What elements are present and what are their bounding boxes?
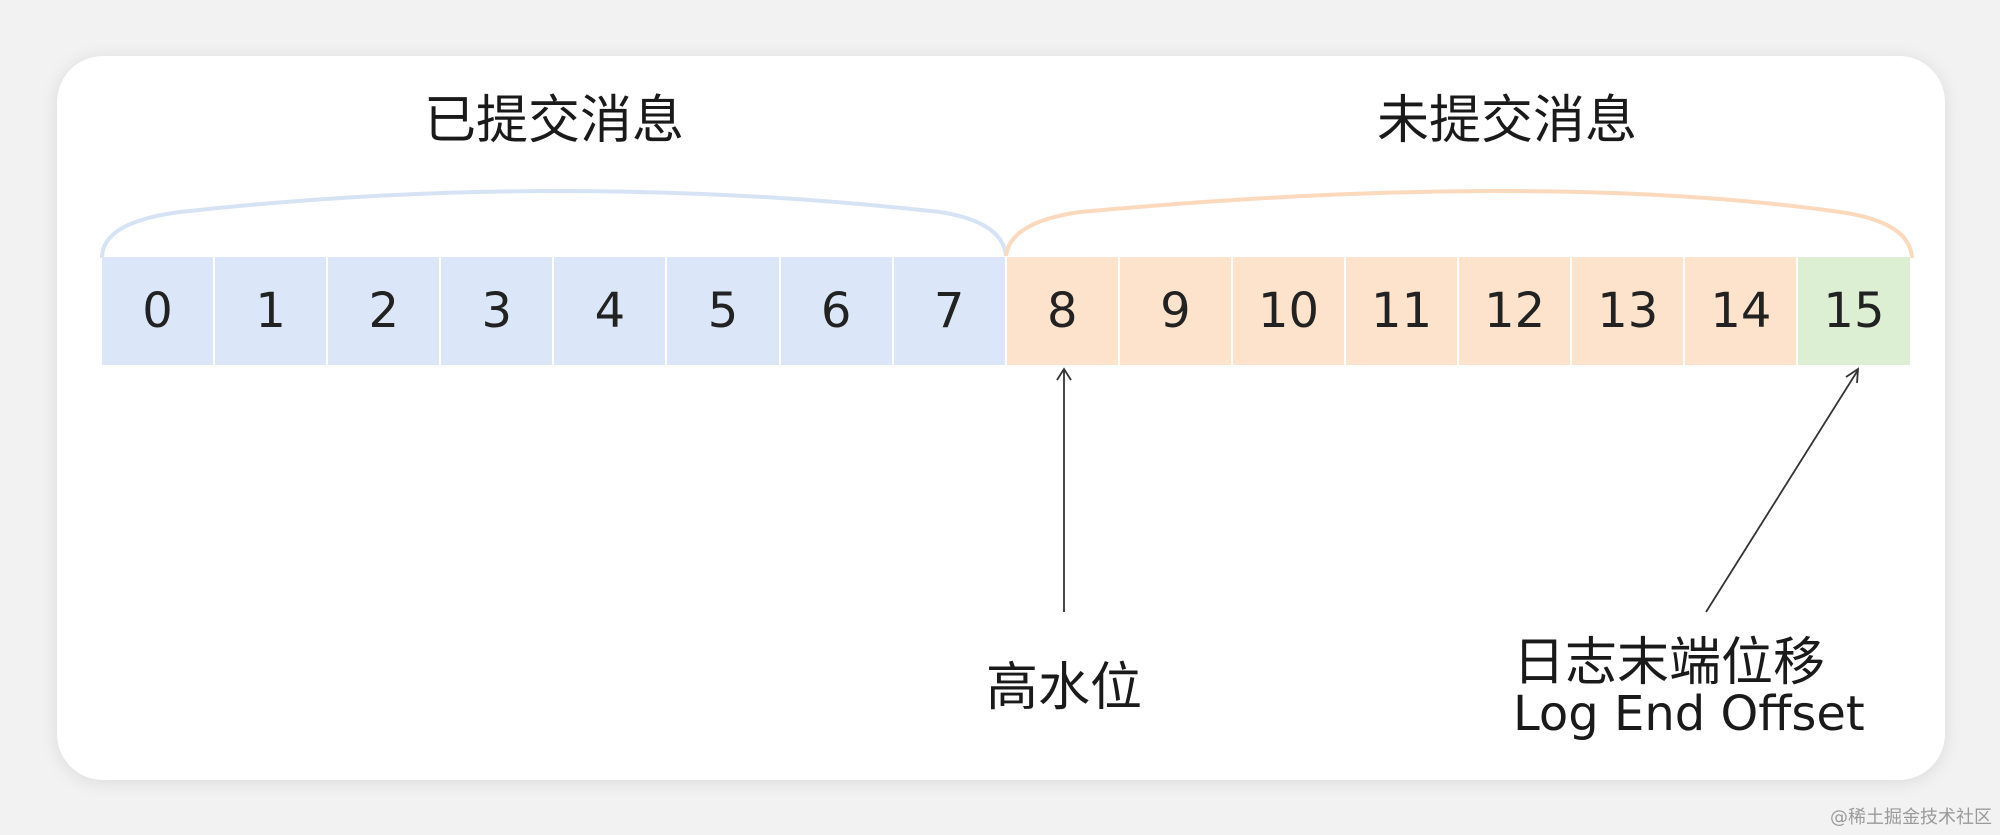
offset-cell-0: 0 xyxy=(102,257,214,365)
offset-cell-14: 14 xyxy=(1685,257,1797,365)
diagram-card xyxy=(57,56,1945,780)
offset-cell-11: 11 xyxy=(1346,257,1458,365)
committed-section-title: 已提交消息 xyxy=(423,91,685,151)
log-end-offset-label-cn: 日志末端位移 xyxy=(1513,633,1826,693)
log-end-offset-label-en: Log End Offset xyxy=(1513,686,1865,742)
offset-cell-6: 6 xyxy=(780,257,892,365)
offset-cell-2: 2 xyxy=(328,257,440,365)
offset-cell-10: 10 xyxy=(1232,257,1345,365)
offset-cell-15: 15 xyxy=(1798,257,1910,365)
uncommitted-brace xyxy=(1004,189,1914,259)
high-watermark-label: 高水位 xyxy=(985,658,1143,718)
offset-cell-3: 3 xyxy=(441,257,553,365)
offset-cell-13: 13 xyxy=(1572,257,1684,365)
offset-cell-5: 5 xyxy=(667,257,779,365)
offset-cell-7: 7 xyxy=(893,257,1005,365)
committed-brace xyxy=(100,189,1008,259)
source-watermark: @稀土掘金技术社区 xyxy=(1830,807,1992,828)
uncommitted-section-title: 未提交消息 xyxy=(1376,91,1638,151)
offset-cell-9: 9 xyxy=(1119,257,1231,365)
offset-cell-12: 12 xyxy=(1459,257,1571,365)
offset-cell-8: 8 xyxy=(1006,257,1118,365)
offset-cell-1: 1 xyxy=(215,257,327,365)
offset-cell-4: 4 xyxy=(554,257,666,365)
